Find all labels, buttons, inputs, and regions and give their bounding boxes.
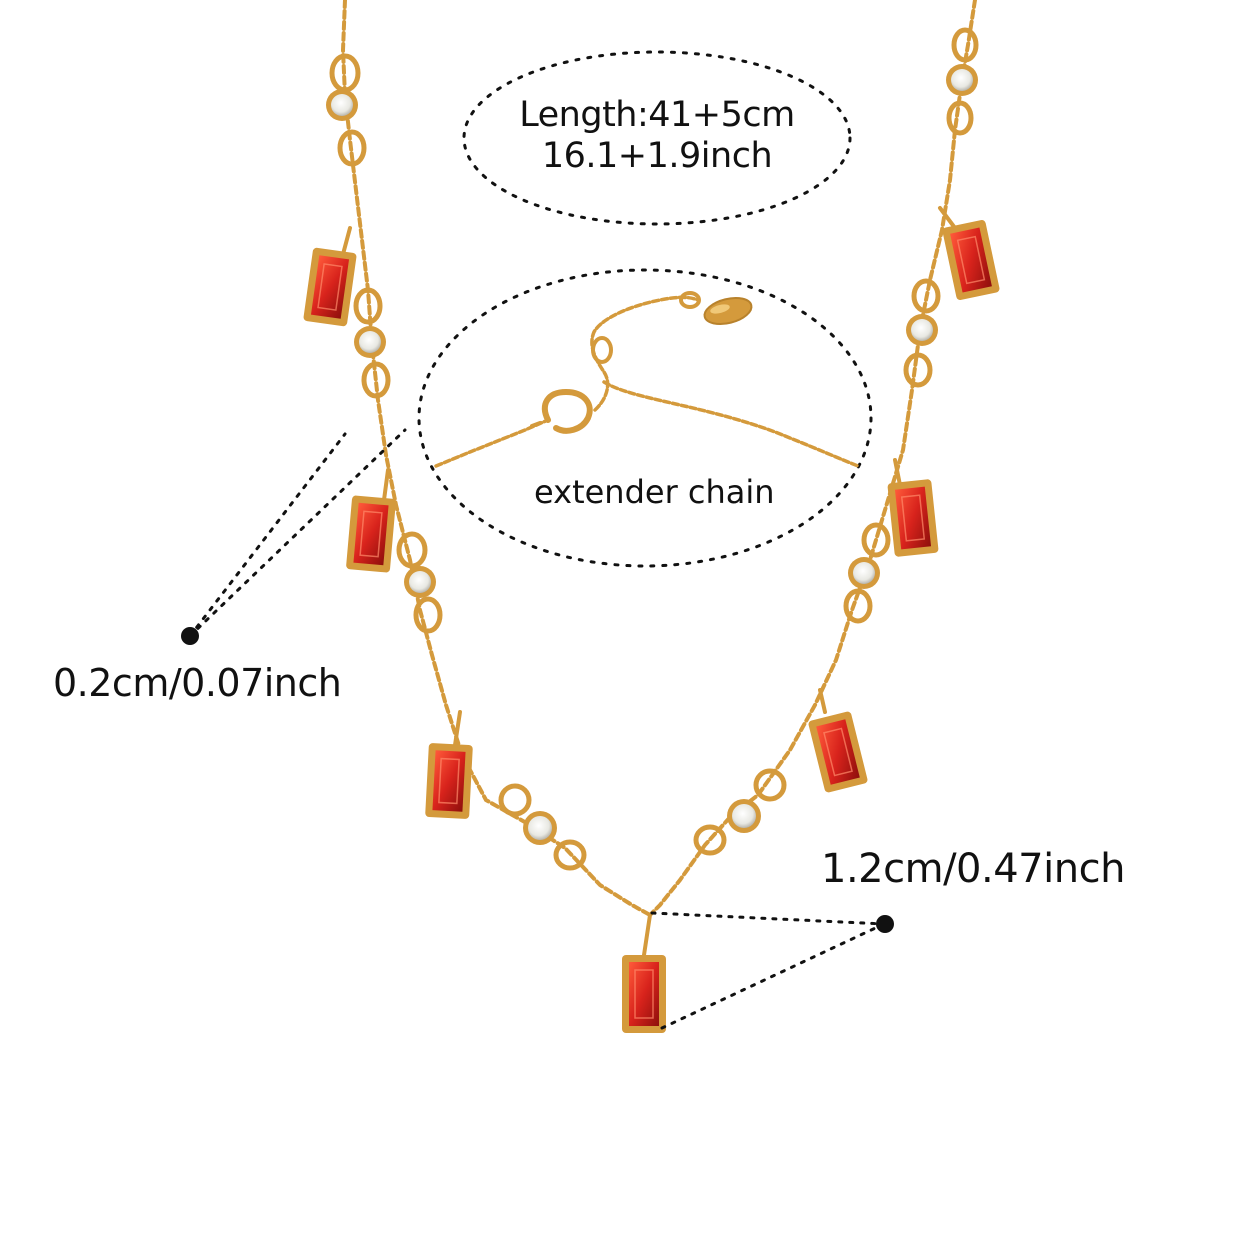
baguette-ruby-icon: [303, 247, 357, 327]
extender-chain-detail: [434, 291, 860, 468]
round-cz-stone-icon: [523, 811, 557, 845]
dot-marker-icon: [181, 627, 199, 645]
baguette-ruby-icon: [622, 955, 666, 1033]
length-metric-label: Length:41+5cm: [519, 95, 795, 135]
pendant-size-label: 1.2cm/0.47inch: [821, 846, 1125, 892]
baguette-ruby-icon: [887, 479, 939, 557]
length-imperial-label: 16.1+1.9inch: [541, 136, 773, 176]
round-cz-stones: [326, 64, 978, 845]
ruby-pendants: [303, 219, 1000, 1033]
round-cz-stone-icon: [946, 64, 978, 96]
round-cz-stone-icon: [326, 89, 358, 121]
round-cz-stone-icon: [727, 799, 761, 833]
lobster-clasp-icon: [530, 388, 593, 434]
length-callout-outline: [462, 50, 852, 226]
round-cz-stone-icon: [404, 566, 436, 598]
chain-thickness-label: 0.2cm/0.07inch: [53, 661, 342, 705]
baguette-ruby-icon: [942, 219, 1000, 301]
round-cz-stone-icon: [906, 314, 938, 346]
baguette-ruby-icon: [808, 711, 868, 793]
dot-marker-icon: [876, 915, 894, 933]
main-chain: [329, 0, 979, 957]
baguette-ruby-icon: [425, 743, 473, 819]
extender-chain-label: extender chain: [534, 473, 775, 511]
oval-steel-tag-icon: [703, 296, 753, 326]
pendant-dimension-leader: [650, 911, 886, 1030]
baguette-ruby-icon: [346, 495, 396, 573]
extender-callout-outline: [417, 268, 873, 568]
round-cz-stone-icon: [848, 557, 880, 589]
round-cz-stone-icon: [354, 326, 386, 358]
thickness-dimension-leader: [188, 428, 407, 638]
length-callout: Length:41+5cm 16.1+1.9inch: [464, 98, 850, 180]
